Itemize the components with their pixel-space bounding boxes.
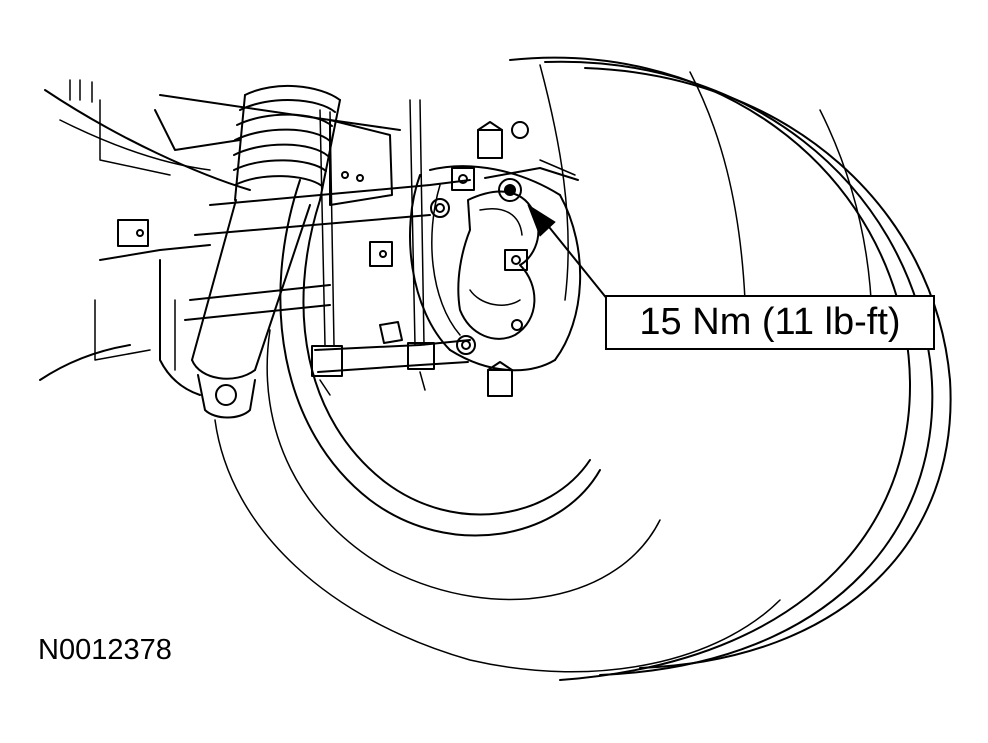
torque-spec-label: 15 Nm (11 lb-ft)	[639, 301, 901, 343]
figure-reference-number: N0012378	[38, 634, 172, 666]
axle-housing	[184, 119, 471, 321]
shock-absorber	[191, 85, 341, 419]
brake-rotor	[409, 165, 582, 372]
callout-arrow	[527, 204, 609, 301]
torque-callout-box: 15 Nm (11 lb-ft)	[605, 295, 935, 350]
tire	[214, 56, 952, 681]
brake-caliper	[457, 159, 579, 340]
caliper-bolts	[451, 121, 529, 397]
bracket-blocks	[117, 219, 393, 267]
lower-control-arm	[311, 99, 471, 396]
